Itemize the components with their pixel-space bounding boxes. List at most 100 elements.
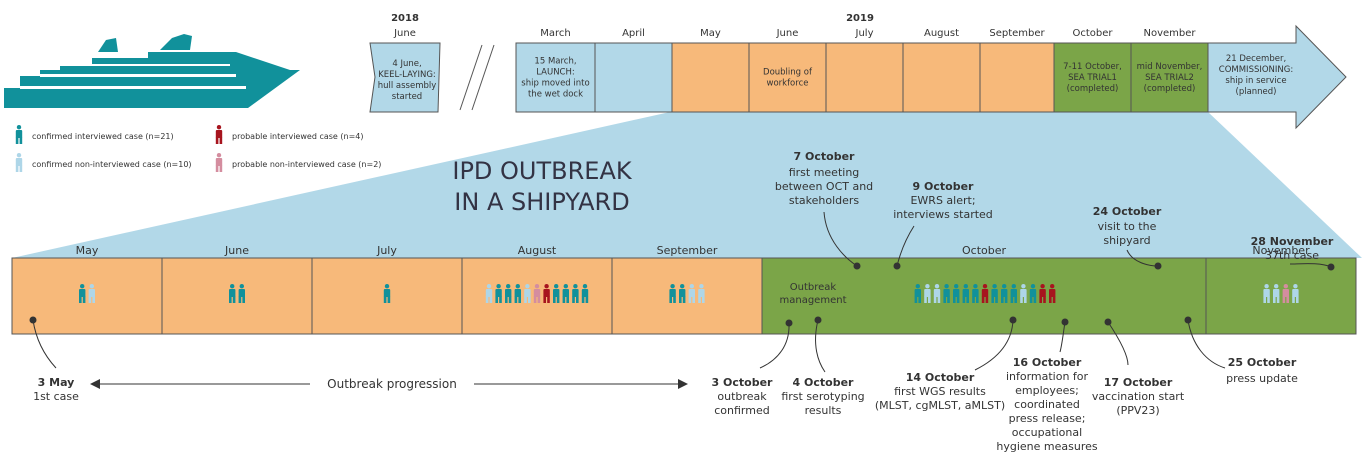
case-person-icon — [383, 284, 391, 303]
progression-arrowhead-left — [90, 379, 100, 389]
top-cell-note: the wet dock — [528, 90, 583, 100]
event-text: (PPV23) — [1116, 404, 1159, 417]
case-person-icon — [15, 125, 23, 144]
event-text: results — [805, 404, 842, 417]
outbreak-management-label: management — [780, 295, 847, 306]
event-text: press release; — [1009, 412, 1086, 425]
case-person-icon — [505, 284, 512, 303]
year-2018: 2018 — [391, 13, 419, 24]
event-connector — [823, 211, 858, 267]
case-person-icon — [215, 153, 223, 172]
event-connector — [1187, 319, 1226, 369]
case-person-icon — [698, 284, 705, 303]
event-text: employees; — [1015, 384, 1079, 397]
top-cell-note: 21 December, — [1226, 54, 1286, 64]
top-cell-note: hull assembly — [378, 81, 437, 91]
case-person-icon — [1273, 284, 1280, 303]
event-text: information for — [1006, 370, 1089, 383]
event-dot — [893, 262, 901, 270]
event-connector — [974, 319, 1014, 371]
event-text: first WGS results — [894, 385, 986, 398]
case-person-icon — [79, 284, 86, 303]
top-cell-august — [902, 42, 981, 113]
event-text: first meeting — [789, 166, 860, 179]
event-text: between OCT and — [775, 180, 873, 193]
event-text: vaccination start — [1092, 390, 1185, 403]
top-cell-march — [515, 42, 596, 113]
case-person-icon — [15, 153, 23, 172]
event-text: 1st case — [33, 390, 79, 403]
top-month-label: November — [1143, 28, 1196, 39]
case-person-icon — [1020, 284, 1027, 303]
case-person-icon — [581, 284, 589, 303]
event-connector — [759, 322, 790, 369]
event-date: 4 October — [793, 376, 855, 389]
case-person-icon — [524, 284, 531, 303]
case-person-icon — [1029, 284, 1037, 303]
event-text: press update — [1226, 372, 1298, 385]
event-text: (MLST, cgMLST, aMLST) — [875, 399, 1005, 412]
case-person-icon — [543, 284, 550, 303]
event-text: 37th case — [1265, 249, 1319, 262]
case-person-icon — [1292, 284, 1299, 303]
event-text: coordinated — [1014, 398, 1080, 411]
top-cell-note: SEA TRIAL2 — [1145, 73, 1194, 83]
event-dot — [853, 262, 861, 270]
event-connector — [815, 319, 826, 373]
case-person-icon — [991, 284, 998, 303]
case-person-icon — [238, 284, 245, 303]
case-person-icon — [669, 284, 676, 303]
case-person-icon — [981, 284, 989, 303]
case-person-icon — [1039, 284, 1046, 303]
month-label: August — [518, 244, 557, 257]
event-date: 24 October — [1093, 205, 1162, 218]
event-date: 7 October — [794, 150, 856, 163]
cell-2018-june — [369, 42, 441, 113]
top-cell-note: COMMISSIONING: — [1219, 65, 1293, 75]
case-person-icon — [1010, 284, 1017, 303]
case-person-icon — [933, 284, 941, 303]
month-label: November — [1252, 244, 1310, 257]
top-cell-april — [594, 42, 673, 113]
legend-label: probable interviewed case (n=4) — [232, 132, 363, 141]
event-date: 3 October — [712, 376, 774, 389]
case-person-icon — [553, 284, 560, 303]
case-person-icon — [688, 284, 695, 303]
event-text: shipyard — [1103, 234, 1150, 247]
legend-label: probable non-interviewed case (n=2) — [232, 160, 381, 169]
case-person-icon — [229, 284, 236, 303]
top-cell-note: (completed) — [1144, 84, 1196, 94]
top-cell-note: (completed) — [1067, 84, 1119, 94]
case-person-icon — [495, 284, 502, 303]
case-person-icon — [1001, 284, 1008, 303]
top-cell-november — [1130, 42, 1209, 113]
top-cell-july — [825, 42, 904, 113]
month-label: October — [962, 244, 1006, 257]
progression-arrowhead-right — [678, 379, 688, 389]
top-month-label: October — [1072, 28, 1113, 39]
top-month-label: June — [776, 28, 799, 39]
top-month-label: April — [622, 28, 645, 39]
event-date: 16 October — [1013, 356, 1082, 369]
case-person-icon — [972, 284, 979, 303]
legend-label: confirmed interviewed case (n=21) — [32, 132, 174, 141]
year-2019: 2019 — [846, 13, 874, 24]
event-dot — [1327, 263, 1335, 271]
month-cell-november — [1205, 257, 1357, 335]
event-text: EWRS alert; — [910, 194, 975, 207]
top-cell-note: KEEL-LAYING: — [378, 70, 436, 80]
event-text: occupational — [1012, 426, 1082, 439]
event-text: interviews started — [893, 208, 993, 221]
top-cell-note: Doubling of — [763, 68, 813, 78]
top-month-label: July — [855, 28, 874, 39]
event-text: hygiene measures — [996, 440, 1097, 453]
top-cell-note: SEA TRIAL1 — [1068, 73, 1117, 83]
event-text: outbreak — [717, 390, 767, 403]
event-date: 25 October — [1228, 356, 1297, 369]
case-person-icon — [533, 284, 541, 303]
case-person-icon — [562, 284, 569, 303]
top-cell-note: 15 March, — [534, 57, 576, 67]
event-text: visit to the — [1098, 220, 1157, 233]
case-person-icon — [1263, 284, 1270, 303]
top-cell-note: LAUNCH: — [536, 68, 575, 78]
